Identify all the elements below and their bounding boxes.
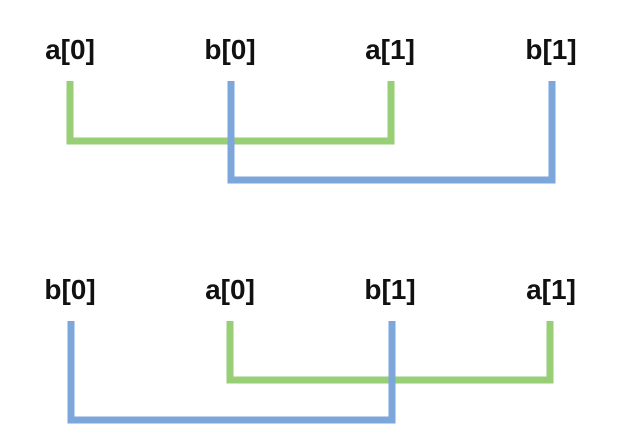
row1-label-4: b[1] [525, 34, 577, 65]
row2-label-4: a[1] [526, 274, 576, 305]
row1-label-1: a[0] [45, 34, 95, 65]
row2-label-3: b[1] [364, 274, 416, 305]
row1-blue-bracket [227, 81, 556, 184]
row1-label-3: a[1] [365, 34, 415, 65]
row2-label-1: b[0] [44, 274, 96, 305]
row2-blue-bracket [67, 321, 396, 424]
row1-label-2: b[0] [204, 34, 256, 65]
row2-label-2: a[0] [205, 274, 255, 305]
